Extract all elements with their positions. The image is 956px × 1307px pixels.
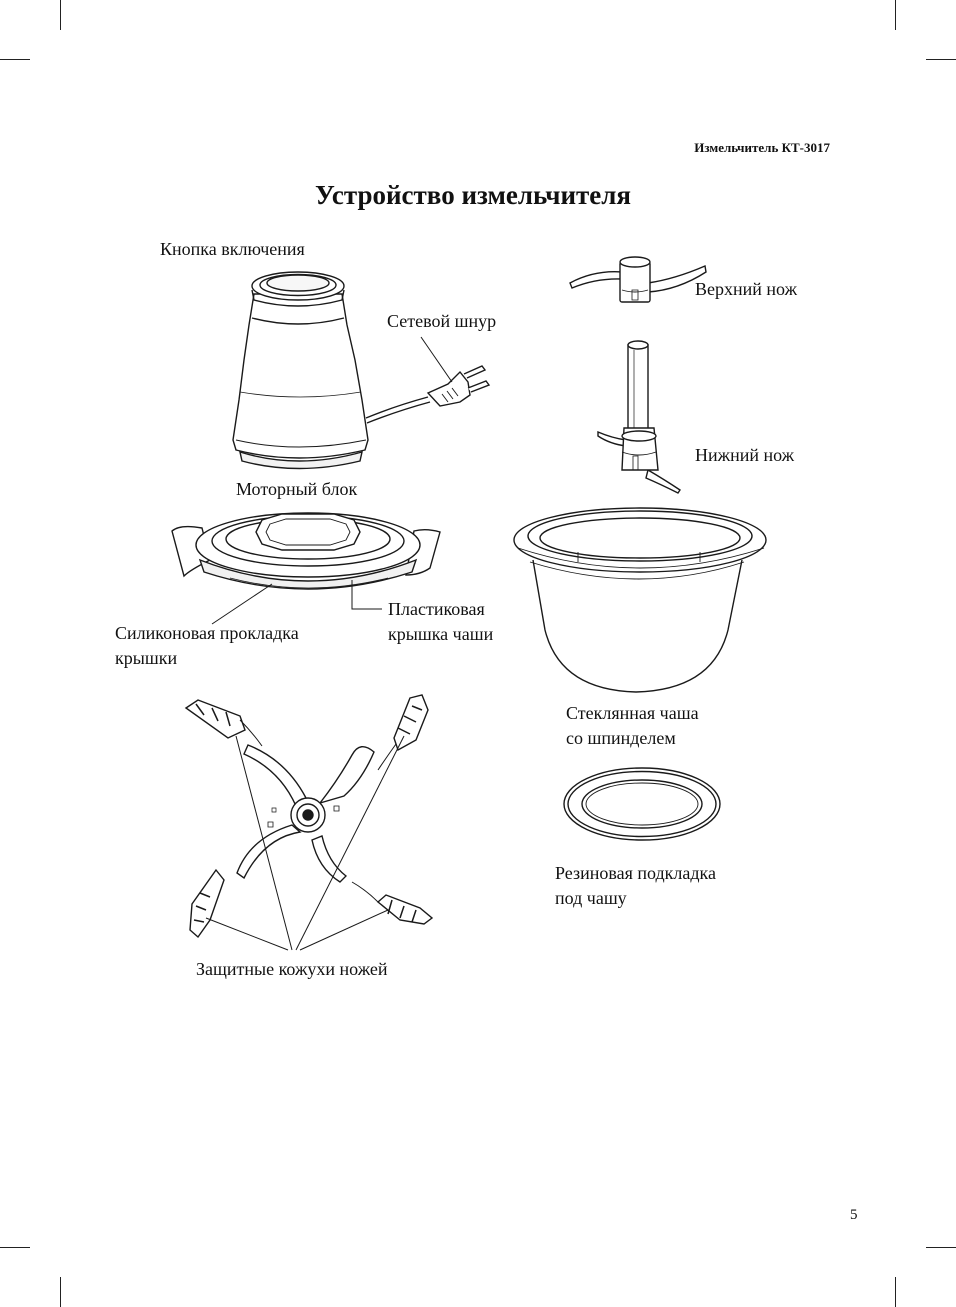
plastic-lid-label-line-2: крышка чаши — [388, 624, 494, 644]
motor-unit-drawing — [233, 272, 368, 469]
motor-unit-label: Моторный блок — [236, 479, 358, 499]
power-cord-drawing — [366, 337, 489, 423]
glass-bowl-label-line-2: со шпинделем — [566, 728, 676, 748]
crop-mark — [895, 0, 896, 30]
rubber-pad-label-line-1: Резиновая подкладка — [555, 863, 716, 883]
silicone-gasket-label-line-1: Силиконовая прокладка — [115, 623, 299, 643]
blade-guards-label: Защитные кожухи ножей — [196, 959, 388, 979]
silicone-gasket-label-line-2: крышки — [115, 648, 178, 668]
blade-guards-drawing — [186, 695, 432, 950]
plastic-lid-label-line-1: Пластиковая — [388, 599, 485, 619]
page-number: 5 — [850, 1207, 858, 1223]
glass-bowl-label: Стеклянная чаша со шпинделем — [566, 701, 699, 751]
rubber-pad-label: Резиновая подкладка под чашу — [555, 861, 716, 911]
lower-blade-label: Нижний нож — [695, 445, 795, 465]
power-cord-label: Сетевой шнур — [387, 311, 497, 331]
glass-bowl-drawing — [514, 508, 766, 692]
rubber-pad-label-line-2: под чашу — [555, 888, 627, 908]
upper-blade-label: Верхний нож — [695, 279, 798, 299]
crop-mark — [0, 59, 30, 60]
page-header: Измельчитель КТ-3017 — [694, 140, 830, 155]
lower-blade-drawing — [598, 341, 680, 493]
blade-assembly-drawing — [237, 745, 374, 882]
crop-mark — [0, 1247, 30, 1248]
rubber-pad-drawing — [564, 768, 720, 840]
glass-bowl-label-line-1: Стеклянная чаша — [566, 703, 699, 723]
crop-mark — [926, 59, 956, 60]
plastic-lid-label: Пластиковая крышка чаши — [388, 597, 493, 647]
bowl-lid-drawing — [172, 513, 440, 624]
page-title: Устройство измельчителя — [315, 180, 631, 210]
crop-mark — [60, 0, 61, 30]
power-button-label: Кнопка включения — [160, 239, 305, 259]
crop-mark — [60, 1277, 61, 1307]
crop-mark — [895, 1277, 896, 1307]
crop-mark — [926, 1247, 956, 1248]
upper-blade-drawing — [570, 257, 706, 302]
silicone-gasket-label: Силиконовая прокладка крышки — [115, 621, 299, 671]
